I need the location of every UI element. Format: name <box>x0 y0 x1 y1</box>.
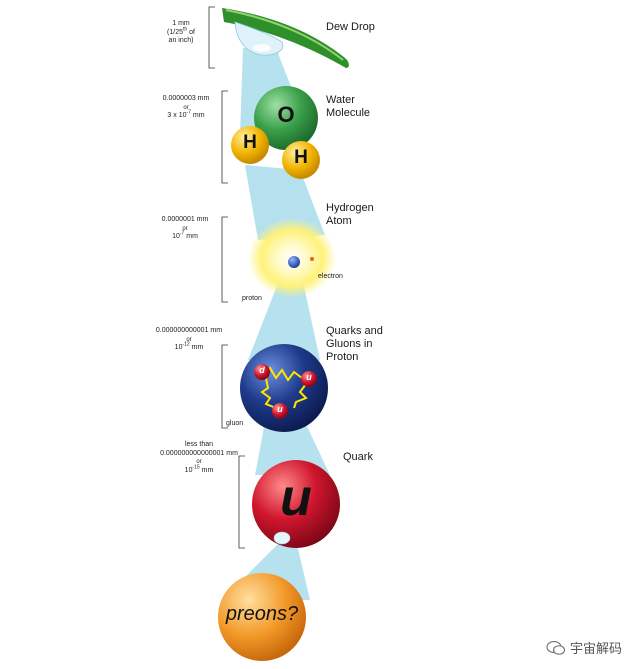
preon-illustration <box>218 573 306 661</box>
hydrogen-atom-illustration <box>248 218 336 298</box>
dew-drop <box>234 21 284 56</box>
quark-d-sphere <box>254 364 270 380</box>
oxygen-letter: O <box>277 102 295 127</box>
scale-water: 0.0000003 mm or 3 x 10-7 mm <box>152 95 220 121</box>
leaf-shape <box>222 8 349 68</box>
scale-hydrogen-line3: 10-7 mm <box>172 230 198 240</box>
label-hydrogen-atom: Hydrogen Atom <box>326 202 374 228</box>
label-quark: Quark <box>343 451 373 463</box>
label-proton: proton <box>242 295 262 302</box>
label-quarks-line2: Gluons in <box>326 338 373 350</box>
watermark: 宇宙解码 <box>546 638 622 657</box>
label-hydrogen-line2: Atom <box>326 215 352 227</box>
preons-label: preons? <box>225 603 299 625</box>
scale-brackets <box>208 6 245 549</box>
water-molecule-illustration <box>231 86 320 179</box>
hydrogen-sphere-right <box>282 141 320 179</box>
label-water-line1: Water <box>326 94 355 106</box>
label-hydrogen-line1: Hydrogen <box>326 202 374 214</box>
scale-proton-line1: 0.000000000001 mm <box>155 327 223 334</box>
proton-nucleus <box>288 256 300 268</box>
hydrogen-letter-left: H <box>243 132 257 153</box>
label-quarks-line3: Proton <box>326 351 359 363</box>
gluon-line-3 <box>293 383 308 409</box>
electron-dot <box>310 257 314 261</box>
scale-quark-line4: 10-15 mm <box>184 464 214 474</box>
label-gluon: gluon <box>226 420 244 427</box>
preon-sphere <box>218 573 306 661</box>
scale-water-line1: 0.0000003 mm <box>162 95 210 102</box>
scale-proton: 0.000000000001 mm or 10-12 mm <box>146 327 232 353</box>
scale-water-or: or <box>183 104 189 111</box>
quark-sphere <box>252 460 340 548</box>
quark-u1-letter: u <box>306 372 312 382</box>
label-water-molecule: Water Molecule <box>326 94 370 120</box>
proton-illustration <box>240 344 328 432</box>
scale-quark-line2: 0.000000000000001 mm <box>160 449 238 457</box>
beam-proton-to-quark <box>255 422 330 475</box>
scale-hydrogen: 0.0000001 mm or 10-7 mm <box>152 216 218 242</box>
quark-u2-sphere <box>272 403 288 419</box>
label-quarks-gluons: Quarks and Gluons in Proton <box>326 325 383 364</box>
gluon-line-2 <box>260 377 277 409</box>
proton-sphere <box>240 344 328 432</box>
label-quarks-line1: Quarks and <box>326 325 383 337</box>
oxygen-sphere <box>254 86 318 150</box>
scale-hydrogen-or: or <box>182 225 188 232</box>
label-dew-drop: Dew Drop <box>326 21 375 33</box>
scale-water-line3: 3 x 10-7 mm <box>167 109 205 119</box>
label-electron: electron <box>318 273 343 280</box>
wechat-logo-icon <box>546 640 566 655</box>
hydrogen-sphere-left <box>231 126 269 164</box>
scale-quark: less than 0.000000000000001 mm or 10-15 … <box>150 441 248 475</box>
quark-illustration <box>252 460 340 548</box>
hydrogen-letter-right: H <box>294 147 308 168</box>
quark-d-letter: d <box>259 365 265 375</box>
scale-proton-or: or <box>186 336 192 343</box>
scale-dew-drop: 1 mm (1/25th of an inch) <box>150 20 212 46</box>
scale-quark-line1: less than <box>184 441 214 448</box>
scale-dew-line2: (1/25th of <box>167 26 195 36</box>
scale-proton-line3: 10-12 mm <box>174 341 204 351</box>
scale-dew-line1: 1 mm <box>172 20 190 27</box>
watermark-text: 宇宙解码 <box>569 641 622 656</box>
quark-u1-sphere <box>301 371 317 387</box>
scale-dew-line3: an inch) <box>168 37 194 44</box>
scale-quark-or: or <box>196 459 202 465</box>
quark-letter: u <box>280 469 312 527</box>
quark-u2-letter: u <box>277 404 283 414</box>
scale-hydrogen-line1: 0.0000001 mm <box>161 216 209 223</box>
label-water-line2: Molecule <box>326 107 371 119</box>
gluon-line-1 <box>263 366 303 382</box>
dew-drop-illustration <box>222 8 349 68</box>
